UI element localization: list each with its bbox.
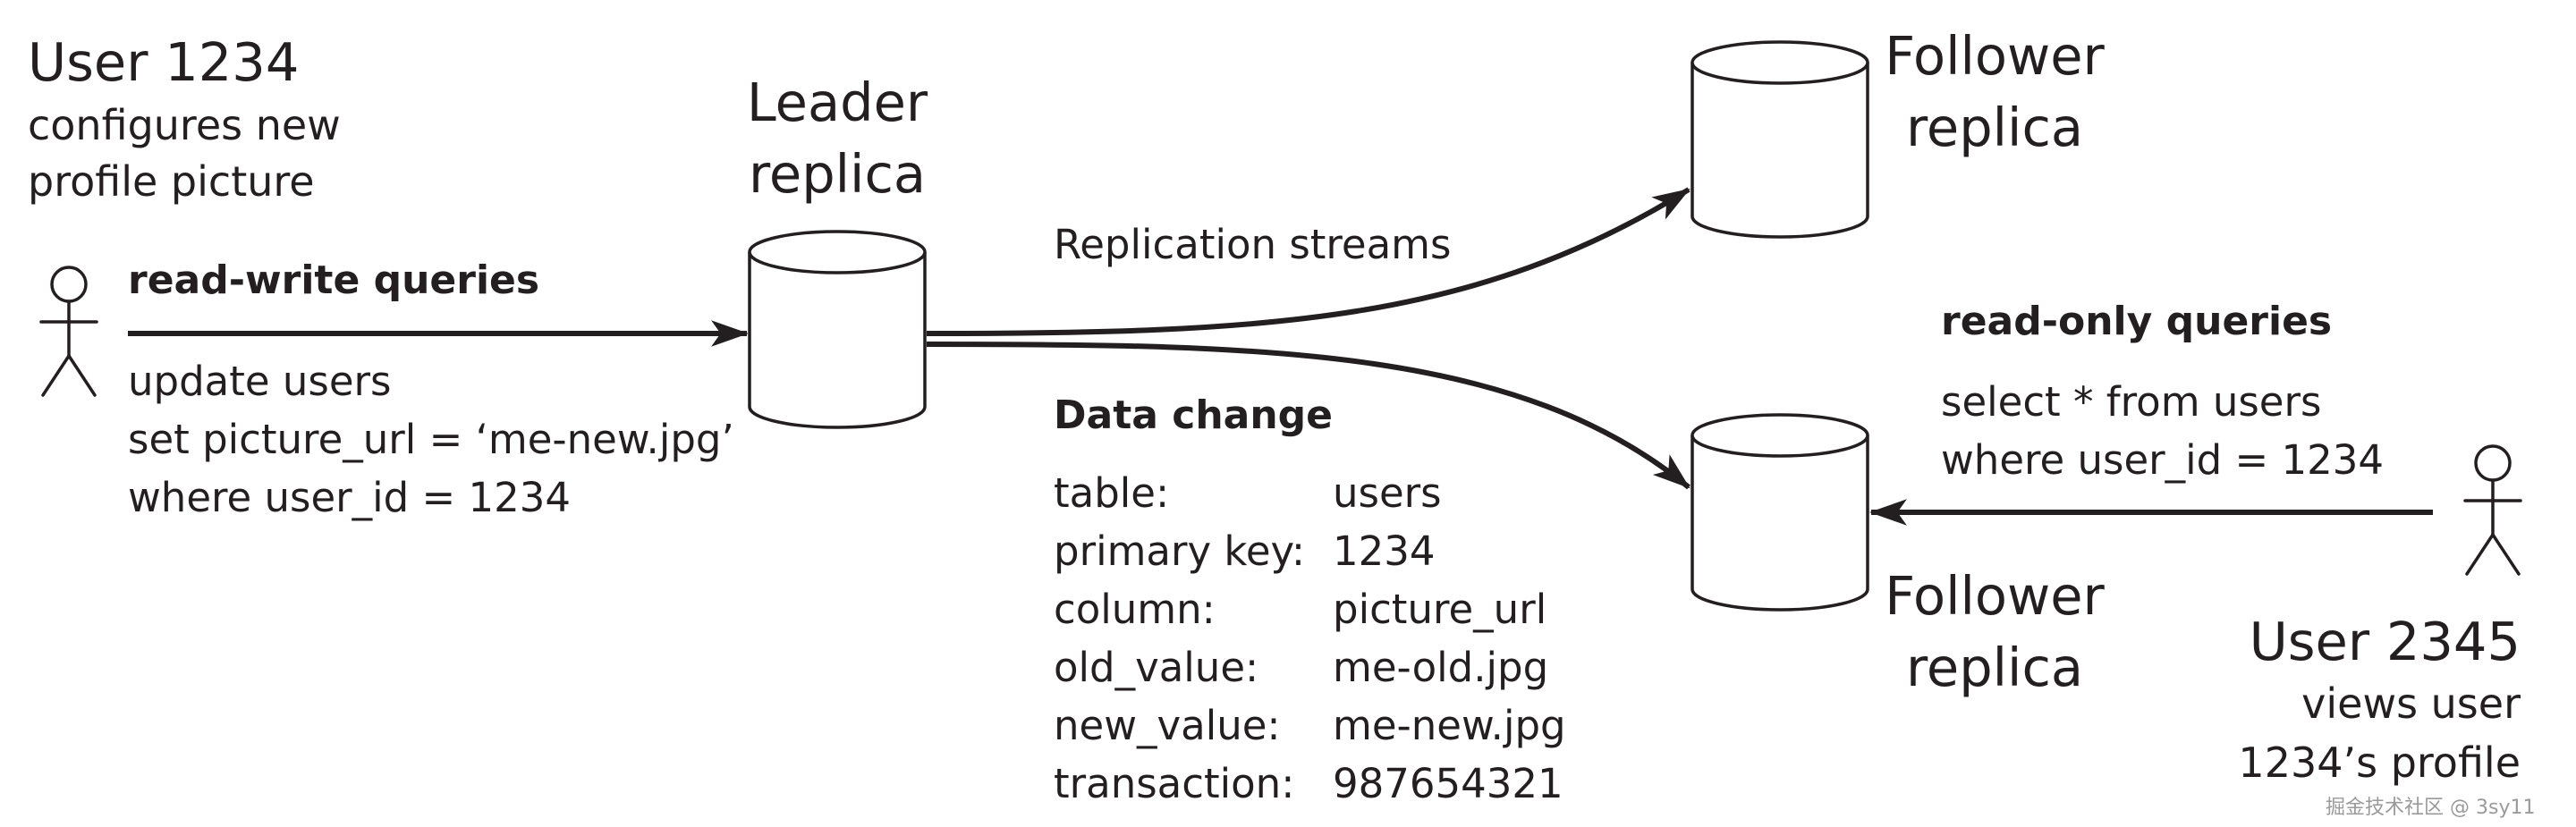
- write-query-line1: update users: [128, 358, 392, 405]
- data-change-heading: Data change: [1054, 392, 1334, 438]
- user-1234-name: User 1234: [28, 31, 300, 93]
- data-change-value-column: picture_url: [1333, 586, 1547, 633]
- watermark: 掘金技术社区 @ 3sy11: [2326, 797, 2536, 819]
- follower-top-database-cylinder-icon: [1690, 40, 1869, 239]
- data-change-value-table: users: [1333, 469, 1442, 517]
- data-change-key-table: table:: [1054, 469, 1170, 517]
- follower-top-label-line2: replica: [1905, 97, 2084, 158]
- user-1234-stick-figure-icon: [39, 266, 98, 397]
- replication-stream-top-arrow: [926, 187, 1690, 336]
- follower-bottom-database-cylinder-icon: [1690, 413, 1869, 612]
- read-query-line2: where user_id = 1234: [1941, 436, 2385, 484]
- data-change-key-new-value: new_value:: [1054, 702, 1281, 749]
- leader-database-cylinder-icon: [748, 230, 927, 429]
- read-write-heading: read-write queries: [128, 257, 540, 303]
- data-change-key-column: column:: [1054, 586, 1216, 633]
- user-1234-desc-line1: configures new: [28, 101, 341, 149]
- read-query-line1: select * from users: [1941, 378, 2322, 426]
- user-2345-stick-figure-icon: [2463, 444, 2522, 576]
- replication-streams-label: Replication streams: [1054, 221, 1452, 268]
- user-2345-desc-line2: 1234’s profile: [2238, 738, 2521, 787]
- leader-label-line1: Leader: [746, 72, 928, 133]
- data-change-key-old-value: old_value:: [1054, 644, 1259, 691]
- data-change-value-primary: 1234: [1333, 527, 1436, 575]
- data-change-key-transaction: transaction:: [1054, 760, 1295, 807]
- follower-top-label-line1: Follower: [1885, 25, 2105, 87]
- user-1234-desc-line2: profile picture: [28, 157, 315, 206]
- follower-bottom-label-line2: replica: [1905, 637, 2084, 698]
- follower-bottom-label-line1: Follower: [1885, 565, 2105, 627]
- data-change-value-transaction: 987654321: [1333, 760, 1563, 807]
- user-2345-desc-line1: views user: [2301, 679, 2521, 728]
- write-query-line3: where user_id = 1234: [128, 474, 572, 521]
- user-2345-name: User 2345: [2249, 611, 2521, 672]
- data-change-value-old-value: me-old.jpg: [1333, 644, 1549, 691]
- write-query-line2: set picture_url = ‘me-new.jpg’: [128, 416, 734, 463]
- read-only-heading: read-only queries: [1941, 299, 2333, 344]
- data-change-key-primary: primary key:: [1054, 527, 1306, 575]
- leader-label-line2: replica: [748, 143, 927, 205]
- data-change-value-new-value: me-new.jpg: [1333, 702, 1566, 749]
- replication-stream-bottom-arrow: [926, 342, 1690, 490]
